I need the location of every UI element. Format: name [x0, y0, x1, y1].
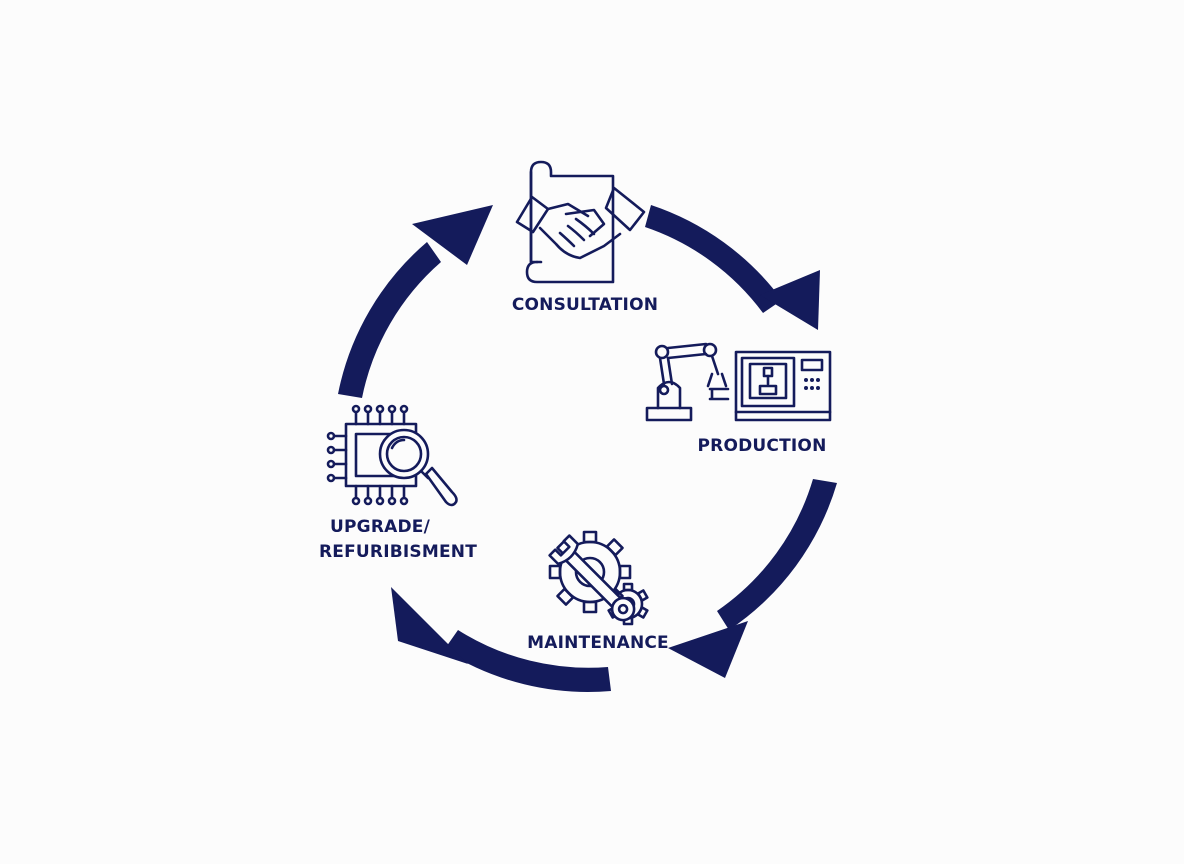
stage-label-production: PRODUCTION [698, 436, 827, 456]
stage-label-consultation: CONSULTATION [512, 295, 658, 315]
stage-label-maintenance: MAINTENANCE [527, 633, 669, 653]
arrow-maintenance-to-upgrade [391, 587, 611, 692]
arrow-consultation-to-production [645, 205, 820, 330]
cnc-control-buttons [804, 378, 820, 390]
handshake-document-icon [515, 160, 646, 284]
robot-arm-cnc-machine-icon [645, 342, 832, 422]
stage-label-upgrade-line2: REFURIBISMENT [319, 542, 477, 562]
arrow-production-to-maintenance [668, 479, 837, 678]
gear-wrench-icon [548, 530, 649, 626]
arrow-upgrade-to-consultation [338, 205, 493, 398]
chip-magnifier-icon [326, 404, 458, 507]
stage-label-upgrade-line1: UPGRADE/ [330, 517, 431, 537]
